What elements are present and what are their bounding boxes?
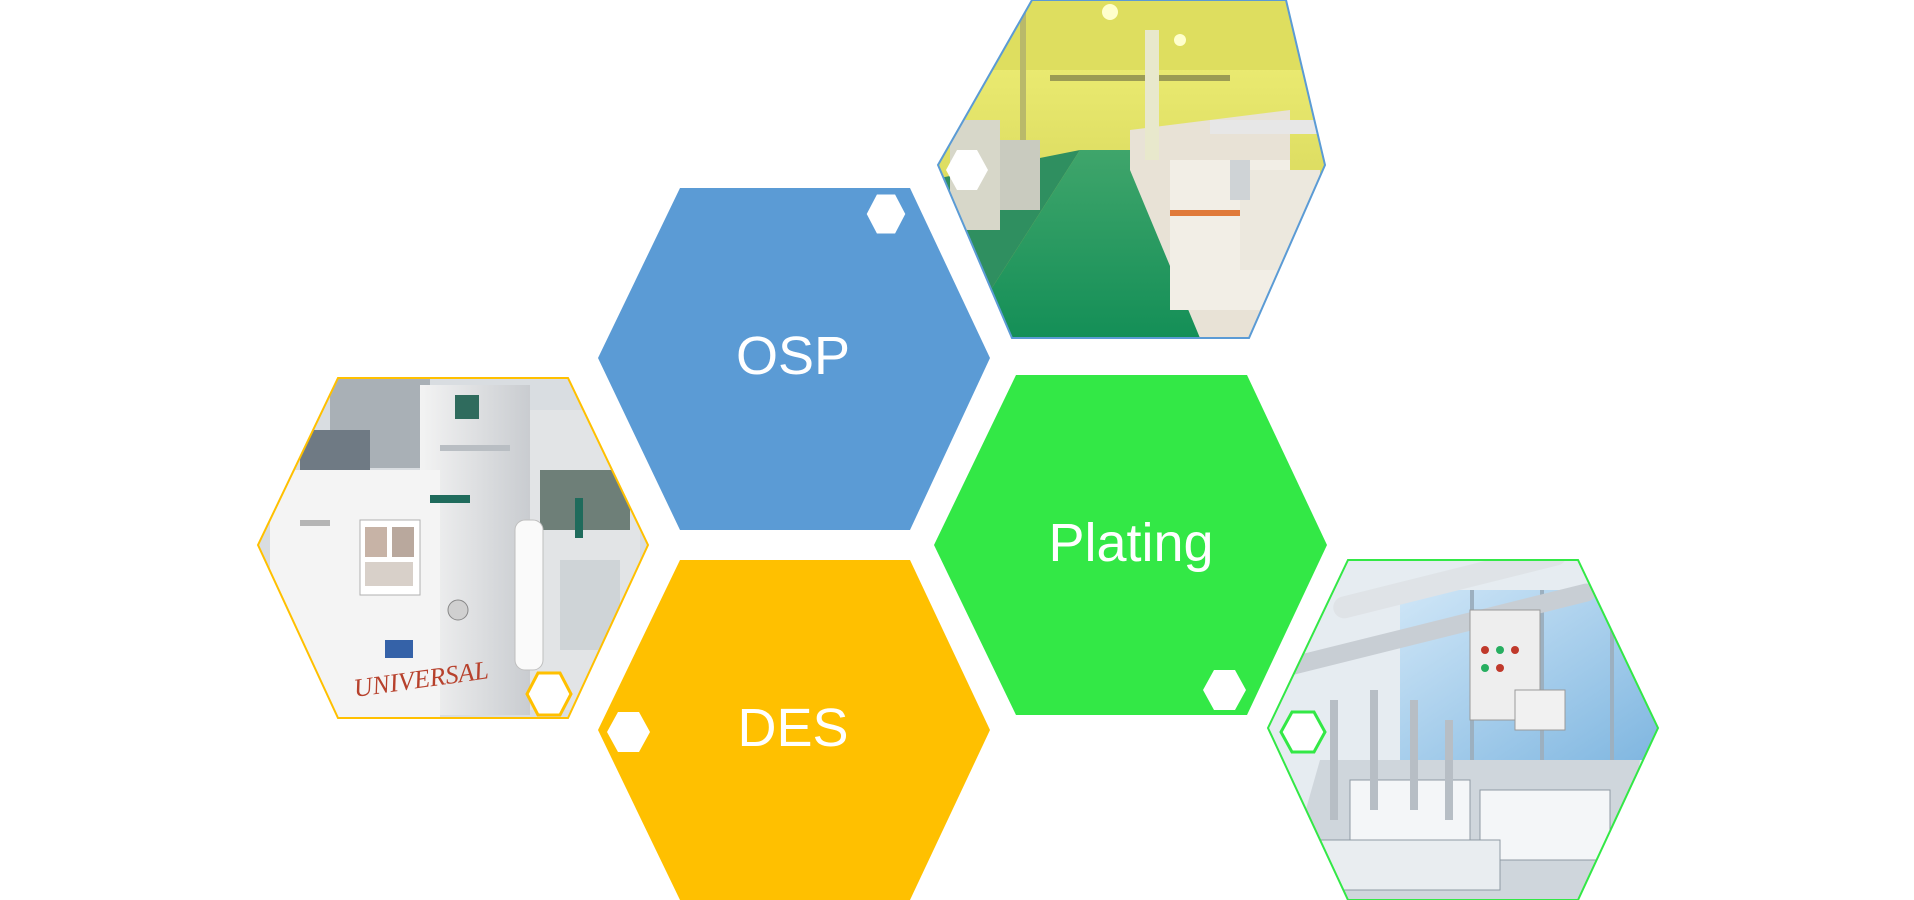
- small-hex-icon-left-photo: [525, 671, 573, 717]
- small-hex-icon-cleanroom: [946, 150, 988, 190]
- photo-cleanroom-line: [936, 0, 1327, 339]
- small-hex-icon-plating: [1203, 670, 1246, 710]
- photo-universal-machine: UNIVERSAL: [256, 377, 650, 719]
- small-hex-icon-des: [607, 712, 650, 752]
- hex-osp-label: OSP: [736, 326, 850, 386]
- small-hex-icon-osp: [863, 191, 909, 237]
- photo-plating-line: [1266, 559, 1660, 900]
- small-hex-icon-plating-photo: [1279, 710, 1327, 754]
- hex-plating-label: Plating: [1048, 513, 1213, 573]
- hex-des-label: DES: [737, 698, 848, 758]
- hex-osp: OSP: [598, 188, 990, 530]
- hex-des: DES: [598, 560, 990, 900]
- hex-plating: Plating: [934, 375, 1327, 715]
